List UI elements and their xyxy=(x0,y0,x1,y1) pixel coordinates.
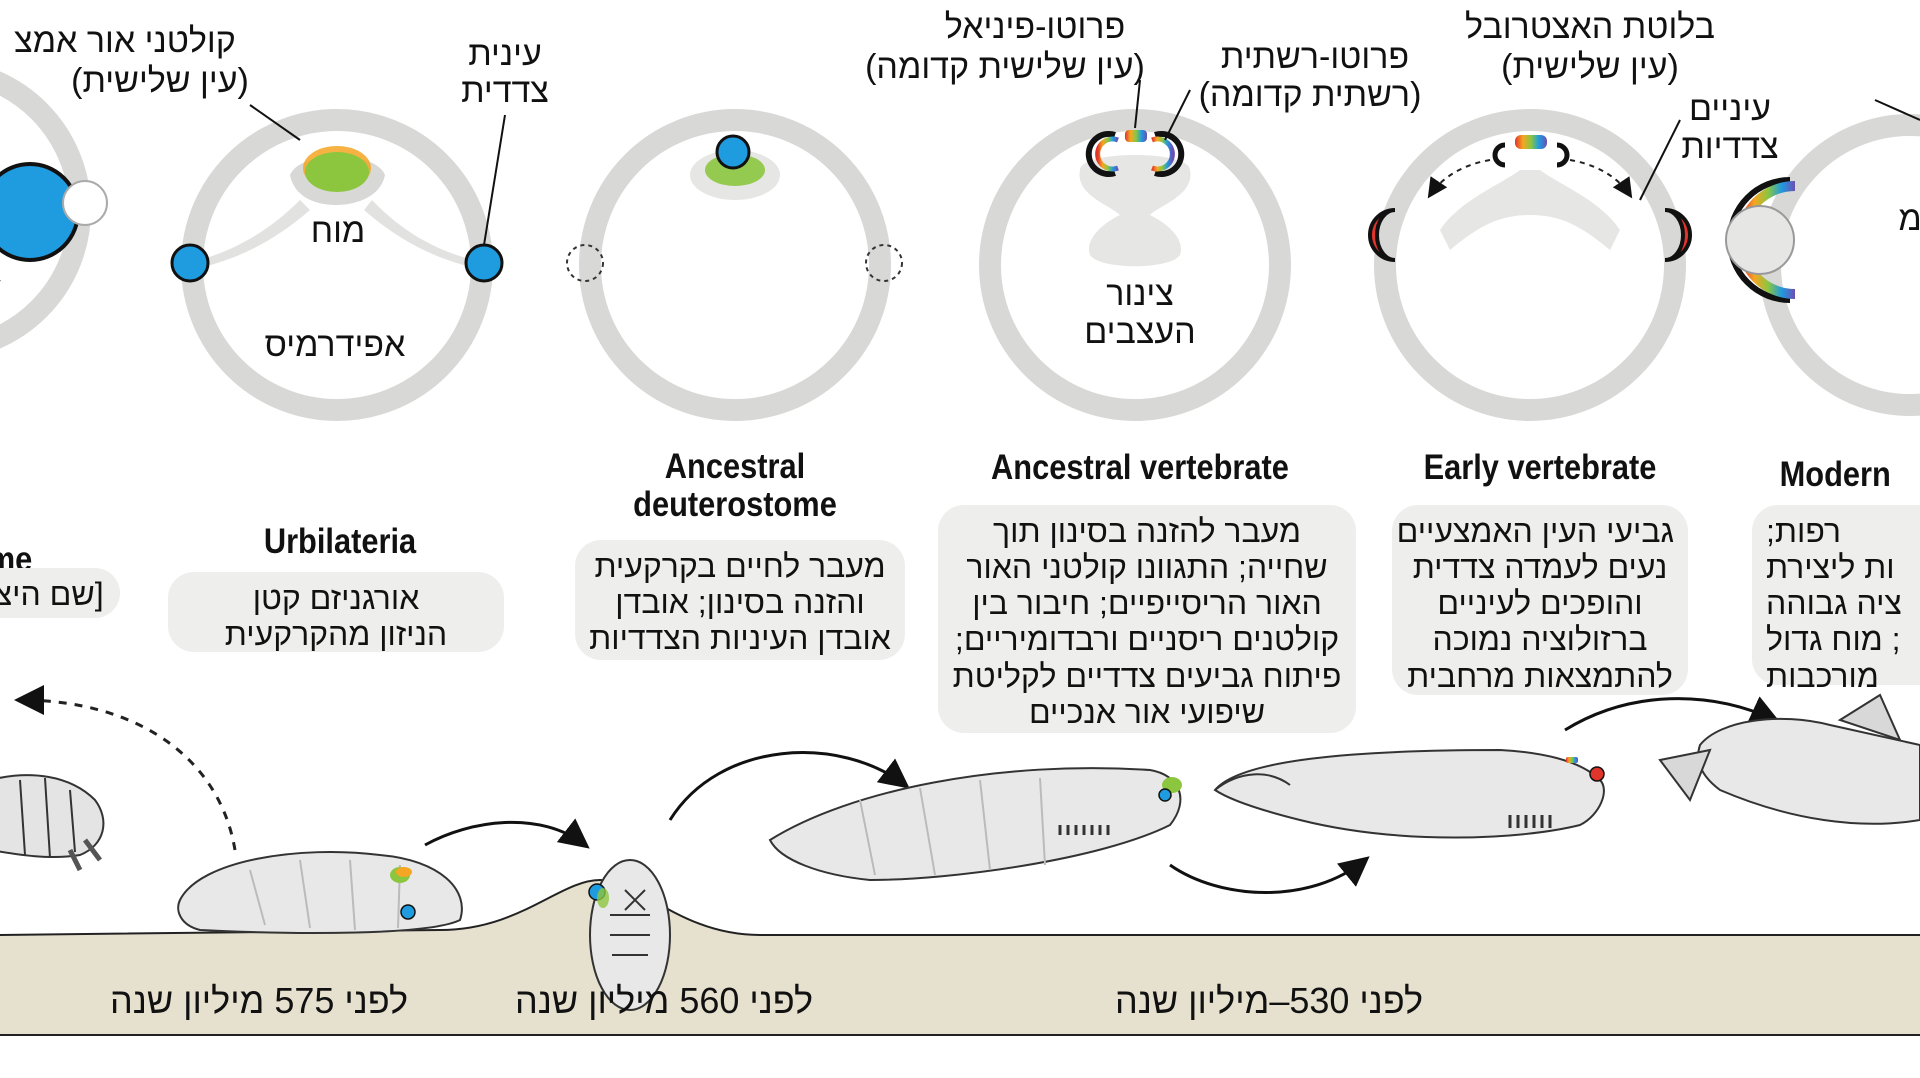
lost-right-eye xyxy=(865,244,903,282)
left-lateral-cup xyxy=(1368,208,1396,262)
light-cells-label: קולטני אור אמצ xyxy=(14,22,236,60)
ancestral-vertebrate-line: שיפועי אור אנכיים xyxy=(1028,693,1266,730)
early-vertebrate-line: להתמצאות מרחבית xyxy=(1407,657,1673,694)
median-eye xyxy=(715,134,751,170)
early-vertebrate-line: נעים לעמדה צדדית xyxy=(1412,549,1668,586)
lateral-eye-label-2: צדדית xyxy=(461,72,549,110)
lost-left-eye xyxy=(566,244,604,282)
time-560: לפני 560 מיליון שנה xyxy=(515,980,814,1021)
lateral-eye-label: עינית xyxy=(468,35,542,73)
trilobite-like-creature xyxy=(0,774,105,872)
ancestral-vertebrate-box: מעבר להזנה בסינון תוך שחייה; התגוונו קול… xyxy=(938,505,1356,733)
time-575: לפני 575 מיליון שנה xyxy=(110,980,409,1021)
urbilateria-creature xyxy=(177,851,463,934)
early-vertebrate-line: גביעי העין האמצעיים xyxy=(1396,513,1674,549)
pineal-gland-label: בלוטת האצטרובל xyxy=(1465,8,1715,46)
proto-retina-left xyxy=(1085,131,1116,177)
proto-pineal-label: פרוטו-פיניאל xyxy=(944,8,1126,46)
deuterostome-box: מעבר לחיים בקרקעית והזנה בסינון; אובדן א… xyxy=(575,540,905,660)
lens xyxy=(62,180,108,226)
seafloor xyxy=(0,880,1920,1035)
ancestral-vertebrate-line: האור הריסייפיים; חיבור בין xyxy=(972,585,1322,622)
ring-ancestral xyxy=(0,71,108,349)
deuterostome-line: והזנה בסינון; אובדן xyxy=(615,584,865,621)
arrow-4 xyxy=(1564,696,1781,732)
brain-label: מוח xyxy=(310,212,366,250)
proto-pineal xyxy=(1125,130,1147,142)
urbilateria-title: Urbilateria xyxy=(263,522,417,561)
proto-retina-sublabel: (רשתית קדומה) xyxy=(1198,76,1422,114)
ring-deuterostome xyxy=(566,109,903,421)
ring-modern xyxy=(1725,99,1920,416)
modern-fish-creature xyxy=(1658,693,1920,825)
modern-line: מורכבות xyxy=(1766,657,1879,694)
early-vertebrate-line: ברזולוציה נמוכה xyxy=(1432,621,1648,658)
early-vertebrate-box: גביעי העין האמצעיים נעים לעמדה צדדית והו… xyxy=(1392,505,1688,695)
arrow-2 xyxy=(668,751,910,821)
modern-line: ; מוח גדול xyxy=(1766,621,1901,658)
left-box-text: [שם היצו xyxy=(0,576,104,612)
right-lateral-eye xyxy=(464,243,504,283)
arrow-1 xyxy=(424,818,590,849)
modern-title: Modern xyxy=(1779,455,1891,494)
right-lateral-cup xyxy=(1664,208,1692,262)
pineal-gland xyxy=(1515,135,1547,149)
proto-pineal-sublabel: (עין שלישית קדומה) xyxy=(865,48,1145,86)
early-vertebrate-creature xyxy=(1213,748,1605,839)
proto-retina-right xyxy=(1154,131,1185,177)
ring-urbilateria xyxy=(170,104,506,421)
lateral-eyes-label: עיניים xyxy=(1689,90,1771,128)
deuterostome-title-1: Ancestral xyxy=(664,447,806,486)
lateral-eyes-label-2: צדדיות xyxy=(1681,128,1779,166)
time-530: לפני 530–מיליון שנה xyxy=(1115,980,1424,1021)
early-vertebrate-title: Early vertebrate xyxy=(1423,448,1657,487)
ancestral-vertebrate-title: Ancestral vertebrate xyxy=(991,448,1289,487)
ring-early-vertebrate xyxy=(1368,109,1692,421)
modern-lens xyxy=(1725,205,1795,275)
neural-tube-label-2: העצבים xyxy=(1084,313,1196,351)
dashed-arrow-back xyxy=(14,685,237,851)
ancestral-vertebrate-line: מעבר להזנה בסינון תוך xyxy=(993,513,1301,549)
arrow-3 xyxy=(1169,856,1370,894)
early-vertebrate-line: והופכים לעיניים xyxy=(1437,585,1643,622)
ancestral-vertebrate-creature xyxy=(768,767,1182,882)
deuterostome-creature xyxy=(588,859,671,1011)
modern-line: ות ליצירת xyxy=(1766,549,1895,586)
neural-tube-label: צינור xyxy=(1106,275,1174,313)
left-stage-box: [שם היצו xyxy=(0,568,120,618)
third-eye-label-left: (עין שלישית) xyxy=(71,62,249,100)
proto-retina-label: פרוטו-רשתית xyxy=(1220,38,1410,76)
seafloor-line xyxy=(0,878,1920,936)
modern-box: רפות; ות ליצירת ציה גבוהה ; מוח גדול מור… xyxy=(1752,505,1920,694)
ancestral-vertebrate-line: שחייה; התגוונו קולטני האור xyxy=(966,549,1328,586)
modern-line: רפות; xyxy=(1766,513,1841,549)
urbilateria-line: הניזון מהקרקעית xyxy=(224,616,448,653)
deuterostome-line: אובדן העיניות הצדדיות xyxy=(589,620,891,657)
ring-ancestral-vertebrate xyxy=(979,79,1291,421)
modern-line: ציה גבוהה xyxy=(1766,585,1902,622)
deuterostome-title-2: deuterostome xyxy=(633,485,837,524)
urbilateria-line: אורגניזם קטן xyxy=(252,580,420,616)
right-edge-letter: מ xyxy=(1898,200,1920,238)
left-lateral-eye xyxy=(170,243,210,283)
ancestral-vertebrate-line: קולטנים ריסניים ורבדומיריים; xyxy=(954,621,1340,658)
urbilateria-box: אורגניזם קטן הניזון מהקרקעית xyxy=(168,572,504,652)
ancestral-vertebrate-line: פיתוח גביעים צדדיים לקליטת xyxy=(952,657,1342,694)
epidermis-label: אפידרמיס xyxy=(264,326,406,364)
deuterostome-line: מעבר לחיים בקרקעית xyxy=(594,548,886,584)
pineal-gland-sublabel: (עין שלישית) xyxy=(1501,48,1679,86)
